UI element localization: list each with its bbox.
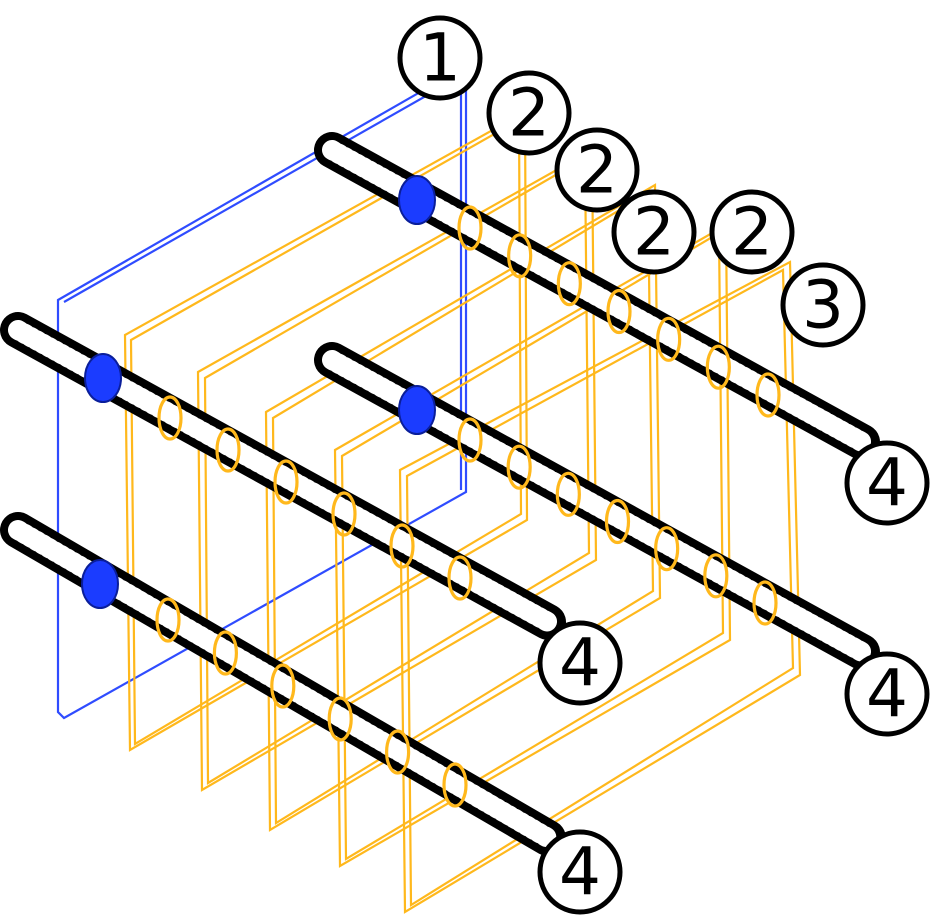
callout-4c: 4 — [844, 651, 930, 737]
tie-ring — [654, 526, 680, 572]
callout-label: 2 — [633, 194, 675, 271]
tie-ring — [270, 663, 296, 709]
bar-top-left — [0, 312, 566, 640]
tie-ring — [752, 580, 778, 626]
callout-label: 3 — [802, 267, 844, 344]
tie-ring — [215, 427, 241, 473]
callout-2a: 2 — [486, 70, 572, 156]
callout-circle — [537, 829, 623, 915]
bar-middle-right — [314, 342, 880, 670]
callout-circle — [844, 440, 930, 526]
tie-ring — [656, 316, 682, 362]
bar-back-right — [314, 132, 880, 460]
callout-circle — [537, 620, 623, 706]
callout-4d: 4 — [537, 829, 623, 915]
callout-label: 4 — [559, 625, 601, 702]
callout-label: 1 — [419, 20, 461, 97]
callout-label: 2 — [731, 194, 773, 271]
callout-circle — [554, 127, 640, 213]
tie-ring — [755, 372, 781, 418]
tie-ring — [703, 553, 729, 599]
callout-circle — [780, 262, 866, 348]
callout-3: 3 — [780, 262, 866, 348]
callout-label: 2 — [508, 75, 550, 152]
tie-ring — [506, 444, 532, 490]
callout-2d: 2 — [709, 189, 795, 275]
tie-ring — [385, 729, 411, 775]
tie-ring — [447, 555, 473, 601]
callout-label: 4 — [559, 834, 601, 911]
tie-ring — [556, 261, 582, 307]
callout-label: 2 — [576, 132, 618, 209]
callout-circle — [844, 651, 930, 737]
callout-label: 4 — [866, 656, 908, 733]
tie-ring — [389, 523, 415, 569]
callout-2c: 2 — [611, 189, 697, 275]
tie-ring — [157, 395, 183, 441]
callout-circle — [486, 70, 572, 156]
callouts: 1 2 2 2 2 3 4 4 — [397, 15, 930, 915]
callout-circle — [397, 15, 483, 101]
tie-ring — [555, 471, 581, 517]
tie-ring — [705, 344, 731, 390]
callout-2b: 2 — [554, 127, 640, 213]
coupler-sleeve — [398, 385, 436, 435]
callout-1: 1 — [397, 15, 483, 101]
tie-ring — [442, 762, 468, 808]
tie-ring — [273, 459, 299, 505]
bar-bottom-left — [0, 512, 566, 856]
callout-circle — [611, 189, 697, 275]
tie-ring — [327, 696, 353, 742]
callout-circle — [709, 189, 795, 275]
tie-ring — [606, 288, 632, 335]
callout-4a: 4 — [844, 440, 930, 526]
callout-4b: 4 — [537, 620, 623, 706]
tie-ring — [212, 630, 238, 676]
tie-ring — [604, 498, 631, 545]
tie-ring — [507, 233, 533, 279]
tie-ring — [457, 417, 483, 463]
tie-ring — [457, 205, 483, 251]
coupler-sleeve — [81, 559, 119, 609]
coupler-sleeve — [84, 353, 122, 403]
callout-label: 4 — [866, 445, 908, 522]
rebars — [0, 132, 880, 856]
tie-ring — [155, 597, 181, 643]
coupler-sleeve — [398, 175, 436, 225]
tie-ring — [331, 491, 357, 537]
